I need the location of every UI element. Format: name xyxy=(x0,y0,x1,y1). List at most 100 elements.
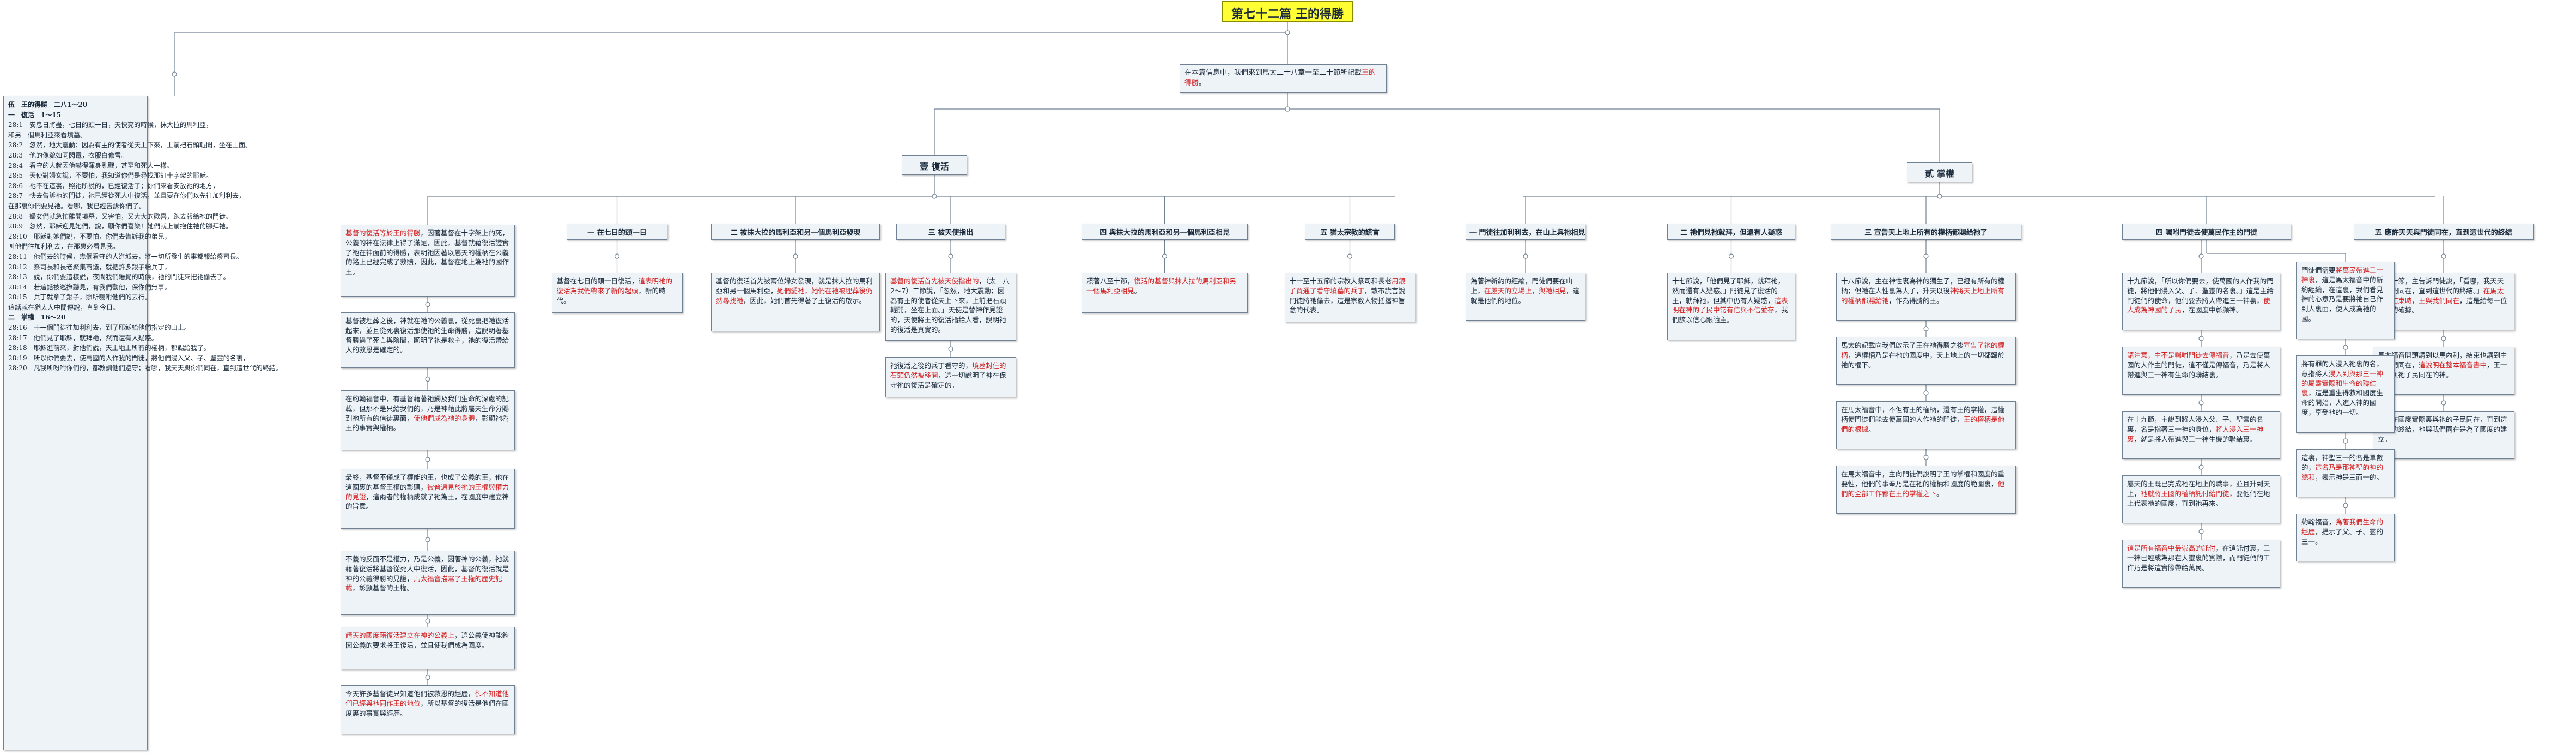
text-part: 在馬太福音中，主向門徒們說明了王的掌權和國度的重要性，他們的事奉乃是在祂的權柄和… xyxy=(1841,470,2005,488)
connector-dot xyxy=(1285,30,1290,35)
text-part: 在二十節，主告訴門徒說，「看哪，我天天與你們同在，直到這世代的終結。」 xyxy=(2378,277,2504,295)
text-part: ，散布謊言說門徒將祂偷去，這是宗教人物抵擋神旨意的代表。 xyxy=(1289,286,1406,315)
reign-detail: 主是在國度實際裏與祂的子民同在，直到這世代的終結，祂與我們同在是為了國度的建立。 xyxy=(2373,411,2514,459)
text-part: 這裏，神聖三一的名是單數的， xyxy=(2301,454,2384,472)
resurrection-subtopic: 二 被抹大拉的馬利亞和另一個馬利亞發現 xyxy=(711,224,880,240)
highlight-text: 在屬天的立場上，與祂相見 xyxy=(1484,286,1566,295)
commission-note: 約翰福音，為著我們生命的經歷，提示了父、子、靈的三一。 xyxy=(2296,514,2395,561)
text-part: 。 xyxy=(1868,425,1875,433)
highlight-text: 祂就將王國的權柄託付給門徒 xyxy=(2141,489,2229,498)
text-part: ，我們該以信心跟隨主。 xyxy=(1672,306,1788,324)
text-part: 在十九節，主說到將人浸入父、子、聖靈的名裏，名是指著三一神的身位， xyxy=(2127,415,2264,433)
resurrection-subtopic: 三 被天使指出 xyxy=(896,224,1005,240)
outline-verse: 這話就在猶太人中間傳說，直到今日。 xyxy=(8,303,120,311)
connector-dot xyxy=(793,253,798,259)
highlight-text: 復活的基督與抹大拉的馬利亞和另一個馬利亞相見 xyxy=(1086,277,1237,295)
outline-verse: 在那裏你們要見祂。看哪，我已經告訴你們了。 xyxy=(8,202,146,210)
reign-subtopic: 二 祂們見祂就拜，但還有人疑惑 xyxy=(1667,224,1795,240)
outline-verse: 28:12 祭司長和長老聚集商議，就把許多銀子給兵丁， xyxy=(8,263,171,271)
connector-dot xyxy=(425,674,430,680)
outline-verse: 28:8 婦女們就急忙離開墳墓，又害怕，又大大的歡喜，跑去報給祂的門徒。 xyxy=(8,212,232,220)
connector-dot xyxy=(2441,336,2446,341)
text-part: ，在這託付裏，三一神已經成為那在人靈裏的實際，而門徒們的工作乃是將這實際帶給萬民… xyxy=(2127,544,2270,572)
connector-dot xyxy=(1347,253,1353,259)
connector-dot xyxy=(1523,253,1528,259)
text-part: ，表示神是三而一的。 xyxy=(2315,473,2384,481)
highlight-text: 使他們成為祂的身體 xyxy=(414,414,475,422)
resurrection-subtopic: 一 在七日的頭一日 xyxy=(567,224,667,240)
text-part: ，所以基督的復活是他們在國度裏的事實與經歷。 xyxy=(345,699,509,717)
text-part: 在本篇信息中，我們來到馬太二十八章一至二十節所記載 xyxy=(1184,69,1362,77)
resurrection-point: 不義的反面不是權力，乃是公義，因著神的公義，祂就藉著復活將基督從死人中復活，因此… xyxy=(341,551,515,615)
connector xyxy=(174,32,1287,96)
connector-dot xyxy=(425,618,430,624)
connector-dot xyxy=(2343,503,2348,508)
text-part: 基督被埋葬之後，神就在祂的公義裏，從死裏把祂復活起來，並且從死裏復活那使祂的生命… xyxy=(345,317,509,354)
text-part: ，王一直是與祂子民同在的神。 xyxy=(2378,360,2507,379)
resurrection-point: 請天的國度藉復活建立在神的公義上，這公義使神能夠因公義的要求將王復活，並且使我們… xyxy=(341,627,515,669)
highlight-text: 宣告了祂的權柄 xyxy=(1841,341,2005,359)
outline-verse: 28:18 耶穌進前來，對他們說，天上地上所有的權柄，都賜給我了。 xyxy=(8,344,210,352)
text-part: 約翰福音， xyxy=(2301,518,2336,526)
highlight-text: 馬太福音描寫了王權的歷史記載 xyxy=(345,574,502,593)
text-part: ，這權柄乃是在祂的國度中，天上地上的一切都歸於祂的權下。 xyxy=(1841,351,2005,369)
text-part: 基督的復活首先被兩位婦女發現，就是抹大拉的馬利亞和另一個馬利亞， xyxy=(716,277,873,295)
connector-dot xyxy=(425,301,430,307)
text-part: 門徒們需要 xyxy=(2301,266,2336,274)
text-part: 十九節說，「所以你們要去，使萬國的人作我的門徒，將他們浸入父、子、聖靈的名裏。」… xyxy=(2127,277,2274,305)
connector-dot xyxy=(1923,326,1929,331)
connector-dot xyxy=(2343,345,2348,350)
highlight-text: 這表明在神的子民中常有信與不信並存 xyxy=(1672,296,1788,315)
text-part: 。 xyxy=(1936,489,1943,498)
connector-dot xyxy=(425,376,430,382)
highlight-text: 神將天上地上所有的權柄都賜給祂 xyxy=(1841,286,2005,305)
text-part: 十七節說，「他們見了耶穌，就拜祂，然而還有人疑惑。」門徒見了復活的主，就拜祂，但… xyxy=(1672,277,1785,305)
connector-dot xyxy=(2198,253,2204,259)
highlight-text: 她們愛祂，她們在祂被埋葬後仍然尋找祂 xyxy=(716,286,873,305)
highlight-text: 墳墓封住的石頭仍然被移開 xyxy=(890,361,1006,379)
highlight-text: 這說明在整本福音書中 xyxy=(2419,360,2487,369)
reign-detail: 在十九節，主說到將人浸入父、子、聖靈的名裏，名是指著三一神的身位，將人浸入三一神… xyxy=(2122,411,2280,459)
connector-dot xyxy=(932,194,937,199)
outline-heading: 一 復活 1～15 xyxy=(8,111,62,119)
resurrection-detail: 十一至十五節的宗教大祭司和長老用銀子買通了看守墳墓的兵丁，散布謊言說門徒將祂偷去… xyxy=(1284,273,1415,322)
branch-resurrection: 壹 復活 xyxy=(902,155,967,175)
outline-verse: 叫他們往加利利去，在那裏必看見我。 xyxy=(8,243,120,251)
text-part: ，提示了父、子、靈的三一。 xyxy=(2301,527,2384,546)
text-part: ，因著基督在十字架上的死，公義的神在法律上得了滿足，因此，基督就藉復活證實了祂在… xyxy=(345,229,509,276)
outline-verse: 28:19 所以你們要去，使萬國的人作我的門徒，將他們浸入父、子、聖靈的名裏， xyxy=(8,354,250,362)
highlight-text: 被普遍見於祂的王權與權力的見證 xyxy=(345,482,509,501)
outline-verse: 28:17 他們見了耶穌，就拜祂，然而還有人疑惑。 xyxy=(8,334,158,342)
text-part: ，這一切說明了神在保守祂的復活是確定的。 xyxy=(890,371,1006,389)
reign-subtopic: 五 應許天天與門徒同在，直到這世代的終結 xyxy=(2354,224,2534,240)
outline-verse: 28:6 祂不在這裏，照祂所說的，已經復活了；你們來看安放祂的地方， xyxy=(8,182,219,190)
text-part: 十一至十五節的宗教大祭司和長老 xyxy=(1289,277,1392,285)
text-part: 屬天的王既已完成祂在地上的職事，並且升到天上， xyxy=(2127,480,2270,498)
outline-verse: 28:2 忽然，地大震動；因為有主的使者從天上下來，上前把石頭輥開，坐在上面。 xyxy=(8,141,252,149)
highlight-text: 在馬太福音結束時，王與我們同在 xyxy=(2378,286,2504,305)
connector-dot xyxy=(2198,529,2204,534)
outline-verse: 28:3 他的像貌如同閃電，衣服白像雪。 xyxy=(8,151,127,159)
connector xyxy=(2207,253,2346,262)
connector-dot xyxy=(948,253,953,259)
text-part: 祂復活之後的兵丁看守的， xyxy=(890,361,973,370)
resurrection-point: 在約翰福音中，有基督藉著祂觸及我們生命的深處的記載，但那不是只給我們的，乃是神藉… xyxy=(341,390,515,450)
highlight-text: 王的權柄是他們的根據 xyxy=(1841,415,2005,433)
reign-detail: 屬天的王既已完成祂在地上的職事，並且升到天上，祂就將王國的權柄託付給門徒，要他們… xyxy=(2122,475,2280,523)
connector-dot xyxy=(1285,106,1290,112)
highlight-text: 請天的國度藉復活建立在神的公義上 xyxy=(345,631,455,639)
text-part: ，新的時代。 xyxy=(556,286,666,305)
connector-dot xyxy=(1162,253,1168,259)
text-part: 馬太的記載向我們啟示了王在祂得勝之後 xyxy=(1841,341,1964,349)
outline-verse: 和另一個馬利亞來看墳墓。 xyxy=(8,131,87,139)
resurrection-detail: 基督的復活首先被兩位婦女發現，就是抹大拉的馬利亞和另一個馬利亞，她們愛祂，她們在… xyxy=(711,273,880,331)
reign-detail: 為著神新約的經綸，門徒們要在山上，在屬天的立場上，與祂相見，這就是他們的地位。 xyxy=(1466,273,1585,321)
highlight-text: 王的得勝 xyxy=(1184,69,1376,87)
connector-dot xyxy=(1923,253,1929,259)
text-part: 不義的反面不是權力，乃是公義，因著神的公義，祂就藉著復活將基督從死人中復活，因此… xyxy=(345,555,509,583)
intro-node: 在本篇信息中，我們來到馬太二十八章一至二十節所記載王的得勝。 xyxy=(1180,64,1387,93)
reign-detail: 十八節說，主在神性裏為神的獨生子，已經有所有的權柄；但祂在人性裏為人子，升天以後… xyxy=(1836,273,2016,321)
outline-verse: 28:20 凡我所吩咐你們的，都教訓他們遵守；看哪，我天天與你們同在，直到這世代… xyxy=(8,364,282,372)
text-part: ，作為得勝的王。 xyxy=(1888,296,1943,305)
connector-dot xyxy=(1923,390,1929,396)
